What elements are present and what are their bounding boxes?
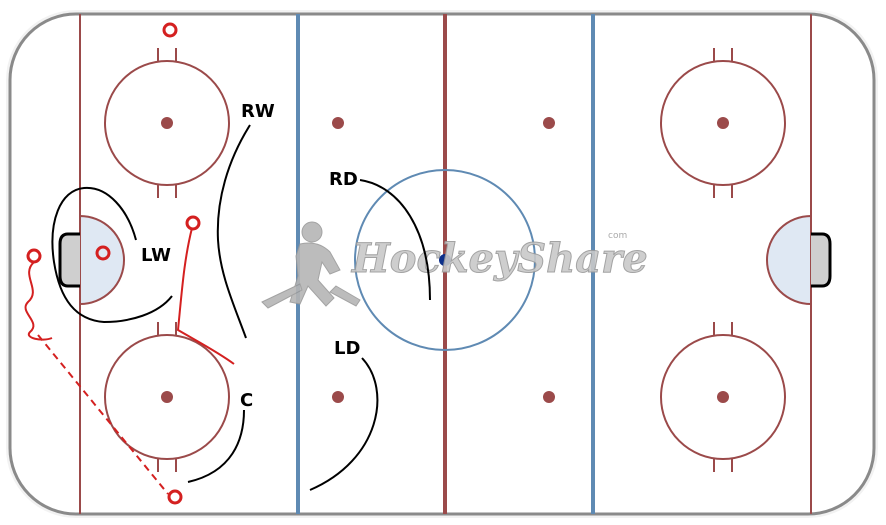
goal-net-right (811, 232, 832, 288)
faceoff-circle-right-bottom (660, 322, 786, 472)
neutral-dot (543, 117, 555, 129)
player-label-rw: RW (241, 101, 275, 122)
skater-silhouette-icon (261, 221, 361, 309)
watermark-logo: HockeyShare com (261, 221, 648, 309)
player-paths-black (51, 124, 431, 491)
goal-crease-right (766, 214, 812, 306)
neutral-dot (332, 117, 344, 129)
faceoff-circle-right-top (660, 48, 786, 198)
player-label-c: C (240, 390, 253, 411)
lw-path (51, 186, 173, 324)
drill-paths-red (24, 22, 235, 505)
goal-net-left (58, 232, 80, 288)
faceoff-circle-left-bottom (104, 322, 230, 472)
pylon-icon (162, 22, 178, 38)
watermark-text: HockeyShare (351, 235, 648, 282)
rw-path (216, 124, 251, 339)
pylon-icon (167, 489, 183, 505)
player-label-rd: RD (329, 169, 358, 190)
pylon-icon (26, 248, 42, 264)
ld-path (309, 357, 379, 491)
faceoff-circle-left-top (104, 48, 230, 198)
neutral-dot (543, 391, 555, 403)
center-faceoff-dot (439, 254, 451, 266)
center-circle (354, 169, 536, 351)
pass-path (37, 334, 169, 495)
stickhandling-path (24, 261, 53, 341)
pylon-icon (185, 215, 201, 231)
player-label-lw: LW (141, 245, 171, 266)
pylon-icon (95, 245, 111, 261)
player-label-ld: LD (334, 338, 360, 359)
watermark-domain: com (608, 231, 627, 241)
neutral-dot (332, 391, 344, 403)
skating-path-red (176, 227, 235, 365)
rd-path (359, 179, 431, 301)
c-path (187, 409, 245, 483)
